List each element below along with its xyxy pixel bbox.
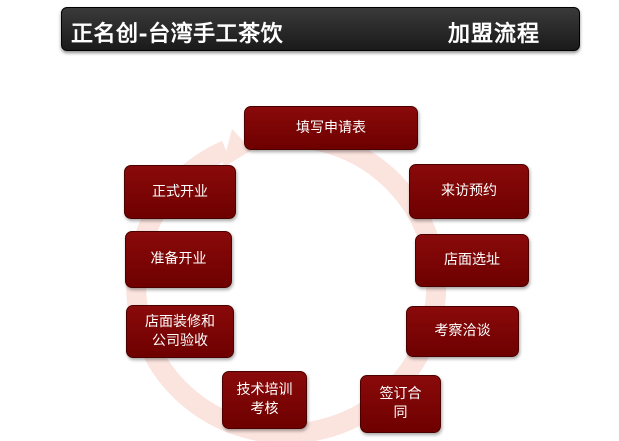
step-store-renovation-acceptance[interactable]: 店面装修和 公司验收 bbox=[126, 305, 234, 358]
cycle-arrowhead bbox=[222, 129, 252, 168]
step-grand-opening[interactable]: 正式开业 bbox=[124, 165, 236, 219]
step-sign-contract[interactable]: 签订合 同 bbox=[360, 375, 441, 433]
section-title: 加盟流程 bbox=[448, 21, 541, 47]
title-bar: 正名创-台湾手工茶饮 加盟流程 bbox=[61, 7, 580, 51]
step-visit-appointment[interactable]: 来访预约 bbox=[409, 164, 529, 219]
step-technical-training[interactable]: 技术培训 考核 bbox=[222, 371, 307, 429]
step-store-site-selection[interactable]: 店面选址 bbox=[415, 234, 529, 287]
step-prepare-opening[interactable]: 准备开业 bbox=[125, 231, 232, 288]
step-inspection-negotiation[interactable]: 考察洽谈 bbox=[406, 306, 519, 357]
brand-title: 正名创-台湾手工茶饮 bbox=[71, 21, 284, 47]
step-fill-application[interactable]: 填写申请表 bbox=[244, 106, 418, 150]
